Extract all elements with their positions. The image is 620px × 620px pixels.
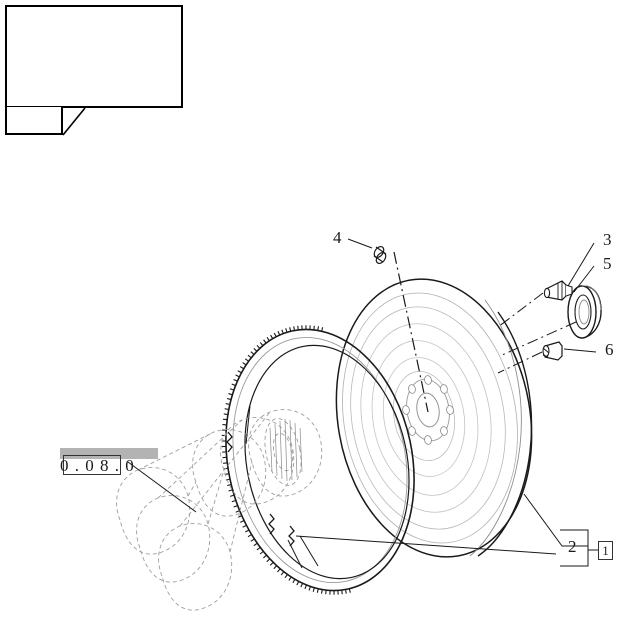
leader-line-reference-label [127,461,197,513]
callout-6[interactable]: 6 [605,340,614,359]
leader-line-4 [347,238,373,249]
callout-5[interactable]: 5 [603,254,612,273]
engine-thumbnail-frame[interactable] [5,5,183,108]
ring-gear [221,325,415,595]
flywheel-center-axis [393,251,429,413]
reference-highlight-band [60,448,158,459]
crankshaft-phantom [116,409,323,611]
assembly-axis-lines [497,292,577,374]
leader-line-2a [523,493,588,547]
callout-4[interactable]: 4 [333,228,342,247]
part-4-dowel-pin [373,245,387,265]
leader-line-6 [563,348,597,353]
crankshaft-axis-lines [245,405,319,569]
thumbnail-tab-connector [62,107,86,136]
ring-gear-teeth [221,325,351,595]
thumbnail-legend-tab[interactable] [5,107,63,135]
leader-line-3 [567,242,595,287]
reference-number-label[interactable]: 0 . 0 8 . 0 [60,448,158,478]
reference-boxed-code [63,455,121,475]
leader-line-2b [295,535,557,555]
break-line-symbol [226,431,295,547]
flywheel-body [335,278,533,558]
callout-1-boxed[interactable]: 1 [598,541,613,560]
group-bracket-1 [560,529,589,567]
part-5-end-cap [567,285,602,339]
callout-2[interactable]: 2 [568,537,577,556]
reference-code-text: 0 . 0 8 . 0 [60,456,135,475]
part-6-dowel-pin [542,341,563,361]
callout-3[interactable]: 3 [603,230,612,249]
crankshaft-spline-hatching [269,418,303,482]
part-3-bolt [543,280,573,301]
leader-line-5 [573,265,595,293]
